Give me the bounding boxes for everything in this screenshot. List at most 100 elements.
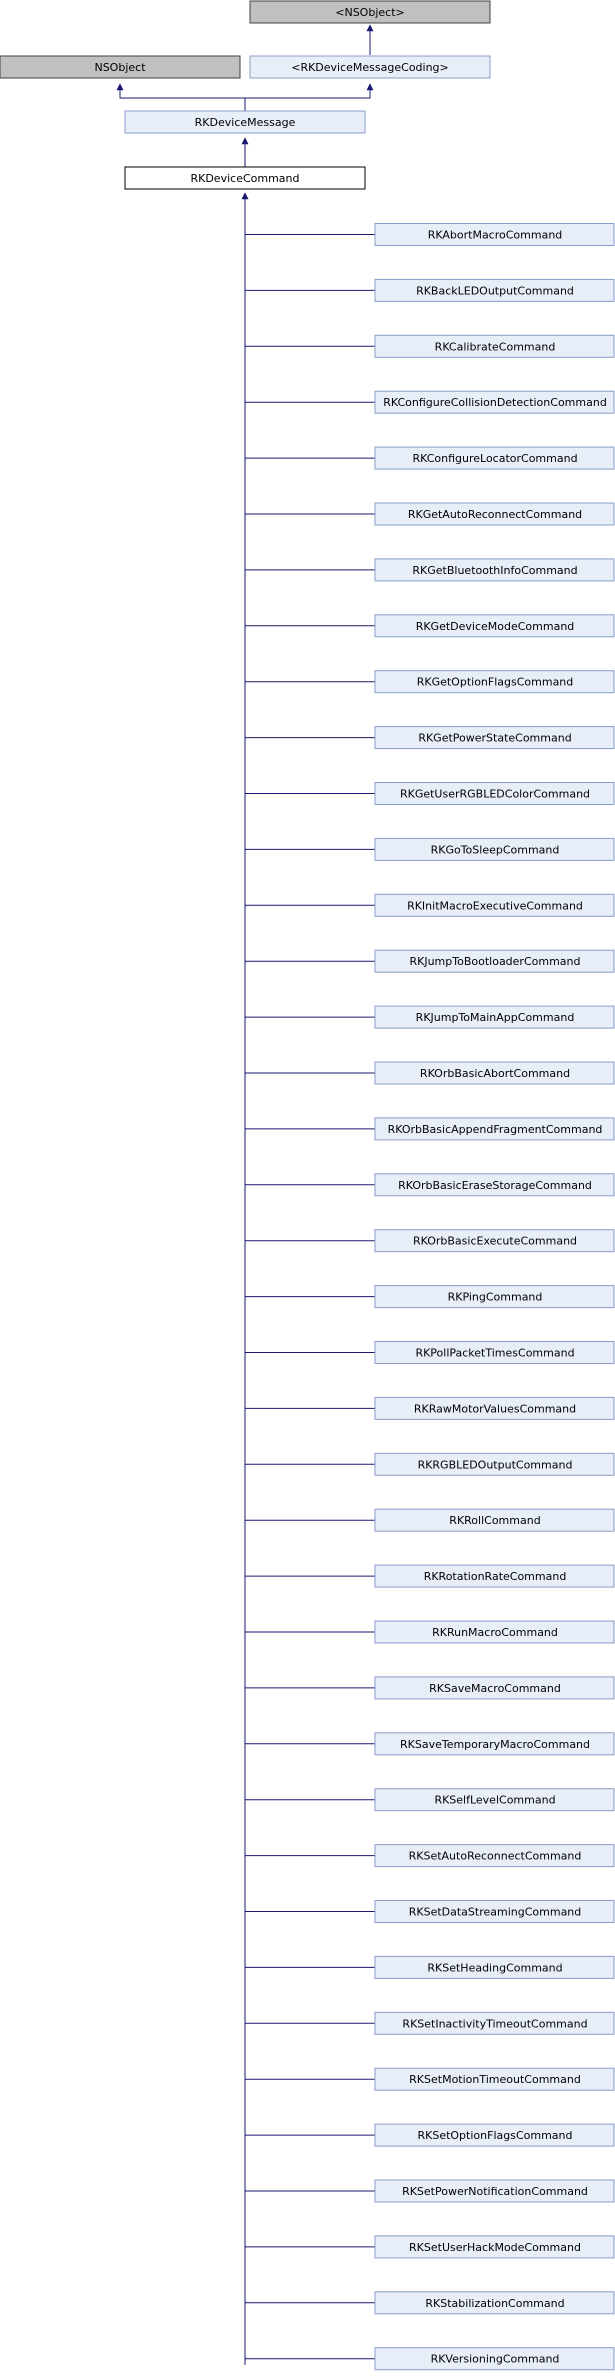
- node-rkconfigurelocatorcommand[interactable]: RKConfigureLocatorCommand: [374, 446, 615, 470]
- node-box: [374, 223, 615, 246]
- node-rkrunmacrocommand[interactable]: RKRunMacroCommand: [374, 1620, 615, 1644]
- node-rkrollcommand[interactable]: RKRollCommand: [374, 1508, 615, 1532]
- node-label: RKSetOptionFlagsCommand: [417, 2129, 572, 2142]
- node-box: [374, 1955, 615, 1979]
- node-rkdevicemessagecoding[interactable]: <RKDeviceMessageCoding>: [249, 55, 491, 79]
- node-label: RKGoToSleepCommand: [431, 843, 560, 856]
- node-label: RKJumpToMainAppCommand: [416, 1011, 575, 1024]
- node-box: [374, 1005, 615, 1029]
- node-box: [374, 670, 615, 694]
- node-label: RKSetHeadingCommand: [427, 1961, 562, 1974]
- node-rksetinactivitytimeoutcommand[interactable]: RKSetInactivityTimeoutCommand: [374, 2011, 615, 2035]
- node-label: RKGetDeviceModeCommand: [416, 620, 575, 633]
- node-rkdevicemessage[interactable]: RKDeviceMessage: [124, 110, 366, 134]
- edges: [116, 24, 375, 2365]
- node-rkgetbluetoothinfocommand[interactable]: RKGetBluetoothInfoCommand: [374, 558, 615, 582]
- node-box: [374, 2123, 615, 2147]
- node-nsobject-class[interactable]: NSObject: [0, 55, 241, 79]
- node-label: RKStabilizationCommand: [425, 2297, 564, 2310]
- node-label: RKConfigureLocatorCommand: [412, 452, 577, 465]
- node-label: RKRollCommand: [449, 1514, 540, 1527]
- edge-device-message-to-coding: [245, 83, 374, 99]
- node-label: RKRGBLEDOutputCommand: [418, 1458, 573, 1471]
- node-label: RKInitMacroExecutiveCommand: [407, 899, 583, 912]
- node-rksetdatastreamingcommand[interactable]: RKSetDataStreamingCommand: [374, 1900, 615, 1923]
- node-rkgetdevicemodecommand[interactable]: RKGetDeviceModeCommand: [374, 614, 615, 638]
- node-rksetuserhackmodecommand[interactable]: RKSetUserHackModeCommand: [374, 2235, 615, 2259]
- node-label: RKSaveMacroCommand: [429, 1682, 561, 1695]
- node-box: [374, 1341, 615, 1364]
- node-rksavemacrocommand[interactable]: RKSaveMacroCommand: [374, 1676, 615, 1700]
- node-box: [374, 558, 615, 582]
- node-box: [374, 2347, 615, 2371]
- node-label: RKSetAutoReconnectCommand: [409, 1850, 582, 1863]
- node-rkcalibratecommand[interactable]: RKCalibrateCommand: [374, 334, 615, 358]
- node-rkpollpackettimescommand[interactable]: RKPollPacketTimesCommand: [374, 1341, 615, 1364]
- node-rkorbbasicabortcommand[interactable]: RKOrbBasicAbortCommand: [374, 1061, 615, 1085]
- node-rksetheadingcommand[interactable]: RKSetHeadingCommand: [374, 1955, 615, 1979]
- node-label: RKSelfLevelCommand: [434, 1794, 555, 1807]
- node-box: [374, 278, 615, 302]
- node-label: RKGetOptionFlagsCommand: [417, 676, 574, 689]
- node-rkdevicecommand-label: RKDeviceCommand: [190, 172, 299, 185]
- node-rkorbbasicerasestoragecommand[interactable]: RKOrbBasicEraseStorageCommand: [374, 1173, 615, 1197]
- node-box: [374, 2291, 615, 2315]
- node-rksetmotiontimeoutcommand[interactable]: RKSetMotionTimeoutCommand: [374, 2067, 615, 2091]
- node-nsobject-protocol-label: <NSObject>: [335, 6, 404, 19]
- node-rkrotationratecommand[interactable]: RKRotationRateCommand: [374, 1564, 615, 1588]
- node-box: [374, 1396, 615, 1420]
- node-rkabortmacrocommand[interactable]: RKAbortMacroCommand: [374, 223, 615, 246]
- node-label: RKSetUserHackModeCommand: [409, 2241, 581, 2254]
- node-box: [374, 390, 615, 414]
- node-label: RKPingCommand: [448, 1291, 543, 1304]
- node-box: [374, 949, 615, 973]
- node-label: RKCalibrateCommand: [435, 340, 556, 353]
- node-label: RKSetDataStreamingCommand: [409, 1906, 582, 1919]
- node-box: [374, 2011, 615, 2035]
- node-nsobject-protocol[interactable]: <NSObject>: [249, 0, 491, 24]
- node-rkgetautoreconnectcommand[interactable]: RKGetAutoReconnectCommand: [374, 502, 615, 526]
- node-rkrgbledoutputcommand[interactable]: RKRGBLEDOutputCommand: [374, 1452, 615, 1476]
- node-label: RKRawMotorValuesCommand: [414, 1402, 576, 1415]
- node-rkbackledoutputcommand[interactable]: RKBackLEDOutputCommand: [374, 278, 615, 302]
- node-box: [374, 1229, 615, 1253]
- node-rkdevicemessage-label: RKDeviceMessage: [195, 116, 296, 129]
- node-nsobject-class-label: NSObject: [94, 61, 146, 74]
- node-box: [374, 502, 615, 526]
- node-box: [374, 1900, 615, 1923]
- node-rksavetemporarymacrocommand[interactable]: RKSaveTemporaryMacroCommand: [374, 1732, 615, 1756]
- node-label: RKGetUserRGBLEDColorCommand: [400, 788, 590, 801]
- node-label: RKVersioningCommand: [431, 2353, 560, 2366]
- node-rkgetoptionflagscommand[interactable]: RKGetOptionFlagsCommand: [374, 670, 615, 694]
- node-rkgotosleepcommand[interactable]: RKGoToSleepCommand: [374, 837, 615, 861]
- node-rkjumptobootloadercommand[interactable]: RKJumpToBootloaderCommand: [374, 949, 615, 973]
- node-rkselflevelcommand[interactable]: RKSelfLevelCommand: [374, 1788, 615, 1812]
- node-rkjumptomainappcommand[interactable]: RKJumpToMainAppCommand: [374, 1005, 615, 1029]
- node-label: RKOrbBasicAppendFragmentCommand: [388, 1123, 603, 1136]
- node-rksetoptionflagscommand[interactable]: RKSetOptionFlagsCommand: [374, 2123, 615, 2147]
- node-box: [374, 614, 615, 638]
- node-rkdevicemessagecoding-label: <RKDeviceMessageCoding>: [291, 61, 449, 74]
- node-rkrawmotorvaluescommand[interactable]: RKRawMotorValuesCommand: [374, 1396, 615, 1420]
- node-rkversioningcommand[interactable]: RKVersioningCommand: [374, 2347, 615, 2371]
- node-label: RKAbortMacroCommand: [428, 229, 563, 242]
- node-rksetpowernotificationcommand[interactable]: RKSetPowerNotificationCommand: [374, 2179, 615, 2203]
- node-label: RKConfigureCollisionDetectionCommand: [383, 396, 607, 409]
- node-label: RKOrbBasicEraseStorageCommand: [398, 1179, 592, 1192]
- node-box: [374, 446, 615, 470]
- node-rkorbbasicexecutecommand[interactable]: RKOrbBasicExecuteCommand: [374, 1229, 615, 1253]
- node-rkgetpowerstatecommand[interactable]: RKGetPowerStateCommand: [374, 726, 615, 750]
- node-box: [374, 2179, 615, 2203]
- node-box: [374, 1117, 615, 1141]
- node-rkorbbasicappendfragmentcommand[interactable]: RKOrbBasicAppendFragmentCommand: [374, 1117, 615, 1141]
- node-box: [374, 1788, 615, 1812]
- node-rkinitmacroexecutivecommand[interactable]: RKInitMacroExecutiveCommand: [374, 893, 615, 917]
- node-box: [374, 1173, 615, 1197]
- node-rksetautoreconnectcommand[interactable]: RKSetAutoReconnectCommand: [374, 1844, 615, 1868]
- node-rkgetuserrgbledcolorcommand[interactable]: RKGetUserRGBLEDColorCommand: [374, 782, 615, 805]
- node-rkconfigurecollisiondetectioncommand[interactable]: RKConfigureCollisionDetectionCommand: [374, 390, 615, 414]
- node-rkpingcommand[interactable]: RKPingCommand: [374, 1285, 615, 1309]
- node-label: RKRotationRateCommand: [424, 1570, 567, 1583]
- node-rkstabilizationcommand[interactable]: RKStabilizationCommand: [374, 2291, 615, 2315]
